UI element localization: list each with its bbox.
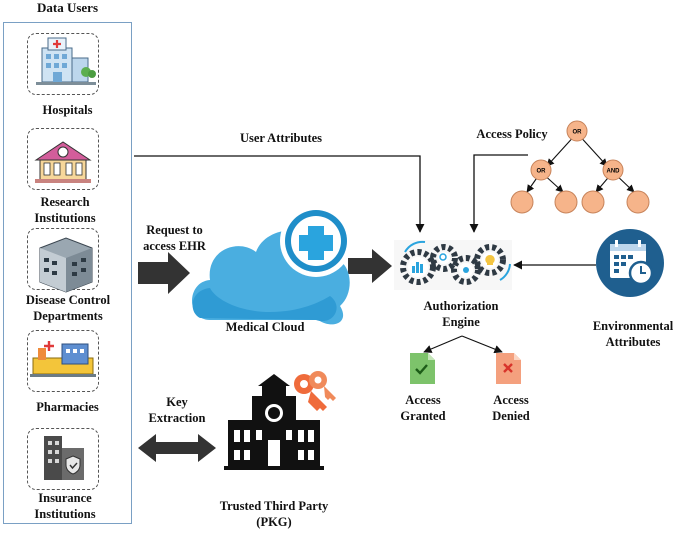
user-attributes-label: User Attributes [239,131,323,145]
hospitals-label: Hospitals [42,103,93,117]
insurance-icon [44,436,84,480]
denied-arrow [461,335,503,354]
granted-arrow [423,335,463,353]
insurance-icon-frame [27,428,99,490]
cross-document-icon [496,353,521,384]
cloud-to-engine-arrow [348,249,392,283]
calendar-clock-icon [596,229,664,297]
policy-tree: OR OR AND [510,120,650,214]
policy-and-label: AND [607,169,621,175]
pharmacy-icon [30,341,96,377]
check-document-icon [410,353,435,384]
policy-node-and [602,159,624,181]
policy-node-or [530,159,552,181]
access-policy-label: Access Policy [476,127,548,141]
data-users-panel [3,22,132,524]
authorization-engine-label: Authorization Engine [423,299,499,329]
research-icon-frame [27,128,99,190]
data-users-title: Data Users [36,0,98,15]
key-extraction-arrow [138,434,216,462]
pharmacies-label: Pharmacies [36,400,99,414]
trusted-third-party-label: Trusted Third Party (PKG) [219,499,329,529]
key-extraction-label: Key Extraction [148,395,206,425]
access-granted-label: Access Granted [400,393,446,423]
policy-root-label: OR [573,130,583,136]
access-policy-line [469,154,528,233]
environmental-attributes-label: Environmental Attributes [592,319,674,349]
disease-control-label: Disease Control Departments [25,293,111,323]
medical-cloud-icon [192,205,352,325]
policy-leaf [626,190,650,214]
policy-node-root [566,120,588,142]
keys-icon [294,371,336,411]
hospital-icon [36,37,96,85]
policy-or-label: OR [537,169,547,175]
policy-leaf [510,190,534,214]
request-access-label: Request to access EHR [143,223,206,253]
medical-cloud-label: Medical Cloud [225,320,305,334]
trusted-third-party-building-icon [224,374,324,470]
request-arrow [138,252,190,294]
disease-control-icon [39,237,93,293]
authorization-engine-icon [394,240,512,290]
research-icon [34,141,92,183]
pharmacy-icon-frame [27,330,99,392]
hospital-icon-frame [27,33,99,95]
policy-leaf [554,190,578,214]
policy-leaf [581,190,605,214]
access-denied-label: Access Denied [492,393,530,423]
user-attributes-line [134,155,425,233]
research-institutions-label: Research Institutions [34,195,96,225]
insurance-institutions-label: Insurance Institutions [34,491,96,521]
